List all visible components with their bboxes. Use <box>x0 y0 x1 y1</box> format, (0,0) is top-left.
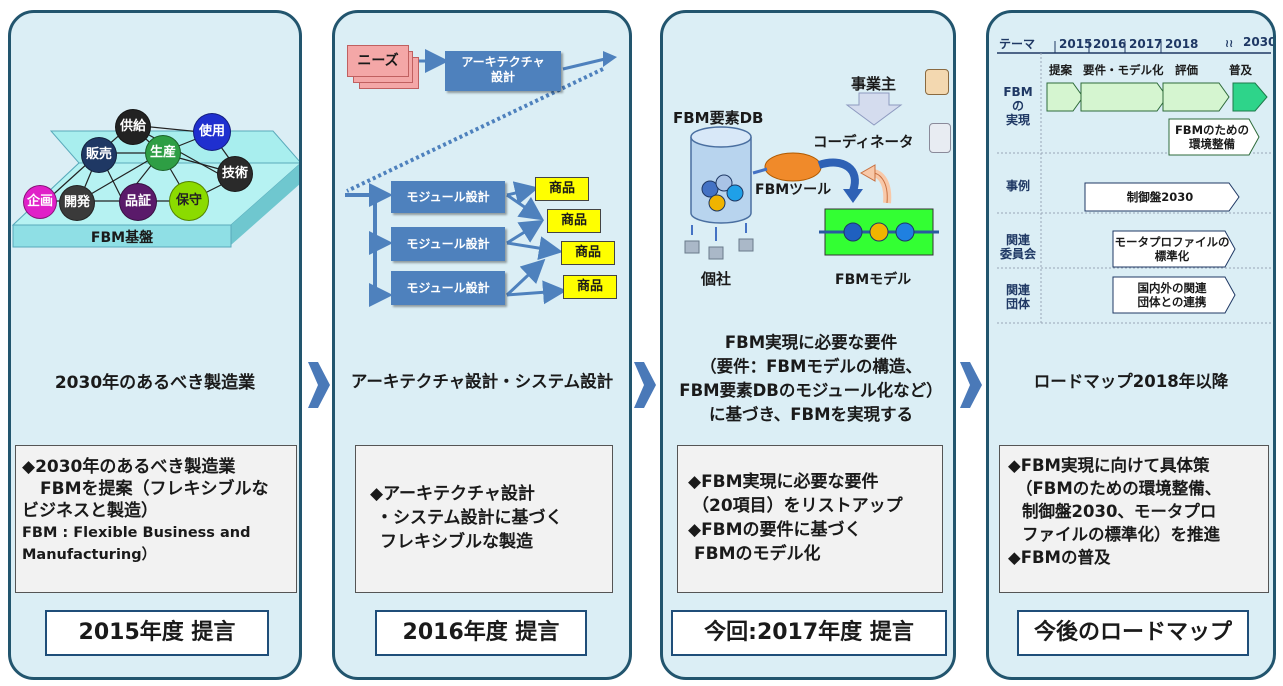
arch-line: アーキテクチャ <box>461 55 545 69</box>
row-label-fbm: FBM の 実現 <box>1003 85 1033 127</box>
description-box: ◆FBM実現に必要な要件 （20項目）をリストアップ ◆FBMの要件に基づく F… <box>677 445 943 593</box>
desc-line: ・システム設計に基づく <box>376 508 563 528</box>
year-2017: 2017 <box>1129 37 1163 51</box>
phase-spread: 普及 <box>1229 63 1252 77</box>
phase-requirements: 要件・モデル化 <box>1083 63 1164 77</box>
case-box: 制御盤2030 <box>1126 190 1194 204</box>
desc-line: Manufacturing） <box>22 547 157 563</box>
year-2018: 2018 <box>1165 37 1199 51</box>
owner-person-icon <box>925 69 949 95</box>
company-label: 個社 <box>701 270 732 288</box>
phase-evaluation: 評価 <box>1175 63 1198 77</box>
coordinator-person-icon <box>929 123 951 153</box>
tool-label: FBMツール <box>755 182 832 198</box>
panel-2015: 供給 使用 販売 生産 技術 企画 開発 品証 保守 FBM基盤 2030年のあ… <box>8 10 302 680</box>
desc-line: FBMのモデル化 <box>694 544 821 564</box>
timeline-break-mark: ≀≀ <box>1225 37 1234 50</box>
platform-label: FBM基盤 <box>90 230 154 246</box>
product-box: 商品 <box>547 209 601 233</box>
flow-arrow-icon <box>308 362 330 408</box>
needs-box: ニーズ <box>347 45 409 77</box>
panel-title: ロードマップ2018年以降 <box>1033 372 1229 391</box>
roadmap-chart <box>997 41 1271 324</box>
title-line: （要件：FBMモデルの構造、 <box>700 357 922 376</box>
bubble-planning: 企画 <box>23 185 57 219</box>
coordinator-label: コーディネータ <box>813 135 914 151</box>
desc-line: （FBMのための環境整備、 <box>1016 479 1222 498</box>
year-box: 今後のロードマップ <box>1017 610 1249 656</box>
module-design-box: モジュール設計 <box>391 227 505 261</box>
desc-line: FBM : Flexible Business and <box>22 525 251 541</box>
panel-2016: ニーズ アーキテクチャ 設計 モジュール設計 モジュール設計 モジュール設計 商… <box>332 10 632 680</box>
panel-2017: FBM要素DB 事業主 コーディネータ FBMツール <box>660 10 956 680</box>
product-box: 商品 <box>561 241 615 265</box>
bubble-production: 生産 <box>145 135 181 171</box>
year-box: 2016年度 提言 <box>375 610 587 656</box>
module-design-box: モジュール設計 <box>391 181 505 213</box>
year-box: 今回:2017年度 提言 <box>671 610 947 656</box>
flow-arrow-icon <box>960 362 982 408</box>
bubble-development: 開発 <box>59 185 95 221</box>
arch-line: 設計 <box>490 70 515 84</box>
title-line: FBM実現に必要な要件 <box>724 333 898 352</box>
bubble-technology: 技術 <box>217 156 253 192</box>
phase-proposal: 提案 <box>1049 63 1072 77</box>
model-label: FBMモデル <box>835 272 912 288</box>
desc-line: FBMを提案（フレキシブルな <box>40 479 269 499</box>
desc-line: ファイルの標準化）を推進 <box>1022 525 1220 544</box>
year-box: 2015年度 提言 <box>45 610 269 656</box>
desc-line: フレキシブルな製造 <box>380 532 533 552</box>
committee-box: モータプロファイルの 標準化 <box>1114 235 1230 263</box>
title-line: FBM要素DBのモジュール化など） <box>679 381 943 400</box>
panel-title: FBM実現に必要な要件 （要件：FBMモデルの構造、 FBM要素DBのモジュール… <box>663 331 953 427</box>
description-box: ◆2030年のあるべき製造業 FBMを提案（フレキシブルな ビジネスと製造） F… <box>15 445 297 593</box>
panel-roadmap: テーマ 2015 2016 2017 2018 ≀≀ 2030 FBM の 実現… <box>986 10 1276 680</box>
desc-line: ◆FBM実現に向けて具体策 <box>1008 456 1210 475</box>
desc-line: ◆FBMの要件に基づく <box>688 520 862 540</box>
title-line: に基づき、FBMを実現する <box>708 405 914 424</box>
flow-arrow-icon <box>634 362 656 408</box>
desc-line: 制御盤2030、モータプロ <box>1022 502 1217 521</box>
product-box: 商品 <box>563 275 617 299</box>
desc-line: ◆FBM実現に必要な要件 <box>688 472 879 492</box>
year-2030: 2030 <box>1243 35 1276 49</box>
bubble-sales: 販売 <box>81 137 117 173</box>
owner-label: 事業主 <box>851 75 897 93</box>
org-box: 国内外の関連 団体との連携 <box>1137 281 1207 309</box>
panel-title: アーキテクチャ設計・システム設計 <box>350 372 614 391</box>
panel-title: 2030年のあるべき製造業 <box>54 373 256 393</box>
row-label-committee: 関連 委員会 <box>999 233 1036 261</box>
bubble-maintenance: 保守 <box>169 181 209 221</box>
description-box: ◆FBM実現に向けて具体策 （FBMのための環境整備、 制御盤2030、モータプ… <box>999 445 1269 593</box>
year-2016: 2016 <box>1093 37 1127 51</box>
year-2015: 2015 <box>1059 37 1093 51</box>
desc-line: ビジネスと製造） <box>22 501 158 521</box>
row-label-org: 関連 団体 <box>1005 283 1030 311</box>
desc-line: ◆FBMの普及 <box>1008 548 1111 567</box>
module-design-box: モジュール設計 <box>391 271 505 305</box>
env-box: FBMのための 環境整備 <box>1174 123 1250 151</box>
db-label: FBM要素DB <box>673 109 764 127</box>
row-label-case: 事例 <box>1005 179 1030 193</box>
fbm-tool-diagram <box>684 92 939 260</box>
module-design-diagram <box>345 49 617 307</box>
desc-line: （20項目）をリストアップ <box>692 496 903 516</box>
bubble-use: 使用 <box>193 113 231 151</box>
desc-line: ◆2030年のあるべき製造業 <box>22 457 236 477</box>
bubble-verification: 品証 <box>119 183 157 221</box>
theme-header: テーマ <box>999 37 1036 51</box>
product-box: 商品 <box>535 177 589 201</box>
desc-line: ◆アーキテクチャ設計 <box>370 484 535 504</box>
bubble-supply: 供給 <box>115 109 151 145</box>
description-box: ◆アーキテクチャ設計 ・システム設計に基づく フレキシブルな製造 <box>355 445 613 593</box>
architecture-design-box: アーキテクチャ 設計 <box>445 51 561 91</box>
